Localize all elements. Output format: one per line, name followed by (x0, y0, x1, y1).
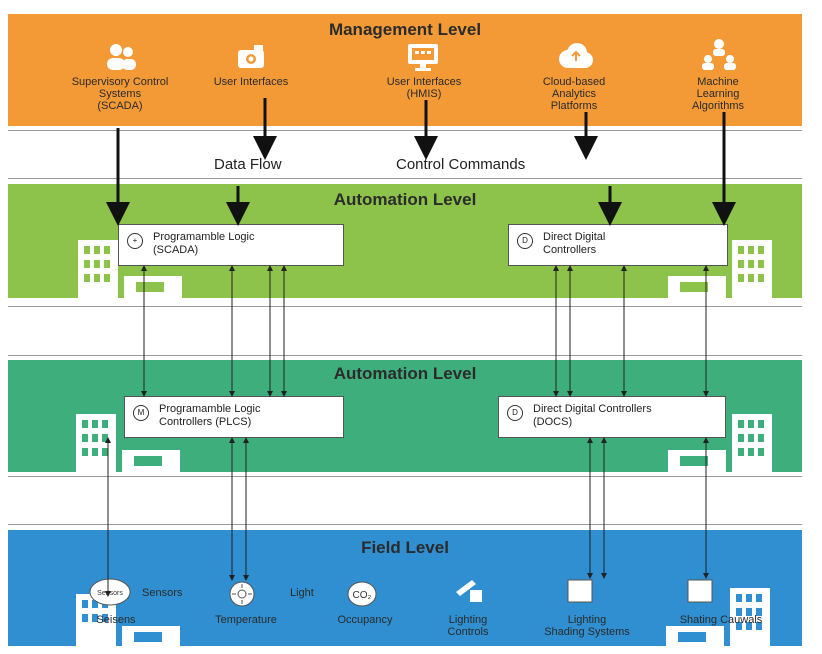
building-icon (668, 414, 772, 472)
separator (8, 524, 802, 525)
field-item-label: Lighting Shading Systems (544, 614, 630, 638)
controller-label: Direct Digital Controllers (DOCS) (533, 403, 652, 428)
separator (8, 178, 802, 179)
management-level-title: Management Level (328, 20, 482, 39)
field-item-label: Seisens (96, 614, 136, 626)
separator (8, 355, 802, 356)
management-level-band: Management Level (8, 14, 802, 126)
sensors-label: Sensors (142, 587, 183, 599)
control-commands-label: Control Commands (396, 156, 526, 173)
controller-label: Programamble Logic (SCADA) (153, 231, 255, 256)
camera-icon (238, 45, 264, 68)
shading-icon (567, 579, 593, 603)
field-item-label: Shating Cauwals (679, 614, 763, 626)
management-item-label: User Interfaces (HMIS) (386, 76, 462, 100)
lighting-icon (456, 580, 482, 602)
controller-icon: + (127, 233, 143, 249)
direct-digital-controllers-box-upper: D Direct Digital Controllers (508, 224, 728, 266)
hierarchy-icon (702, 39, 736, 70)
controller-icon: M (133, 405, 149, 421)
plc-box: M Programamble Logic Controllers (PLCS) (124, 396, 344, 438)
controller-label: Direct Digital Controllers (543, 231, 606, 256)
controller-icon: D (517, 233, 533, 249)
management-item-label: User Interfaces (213, 76, 289, 88)
monitor-icon (408, 44, 438, 71)
controller-label: Programamble Logic Controllers (PLCS) (159, 403, 261, 428)
field-item-label: Lighting Controls (447, 614, 489, 638)
separator (8, 476, 802, 477)
ddc-box-lower: D Direct Digital Controllers (DOCS) (498, 396, 726, 438)
building-icon (78, 240, 182, 298)
shading-icon (687, 579, 713, 603)
field-item-label: Occupancy (337, 614, 393, 626)
field-item-label: Temperature (215, 614, 277, 626)
controller-icon: D (507, 405, 523, 421)
co2-badge-text: CO₂ (353, 590, 372, 601)
automation-level-title-upper: Automation Level (333, 190, 477, 209)
light-label: Light (290, 587, 314, 599)
automation-level-title-lower: Automation Level (333, 364, 477, 383)
separator (8, 130, 802, 131)
management-item-label: Machine Learning Algorithms (692, 76, 744, 112)
co2-icon: CO₂ (347, 581, 377, 607)
building-icon (668, 240, 772, 298)
field-level-title: Field Level (361, 538, 449, 557)
programmable-logic-scada-box: + Programamble Logic (SCADA) (118, 224, 344, 266)
cloud-icon (559, 43, 593, 68)
data-flow-label: Data Flow (214, 156, 282, 173)
separator (8, 306, 802, 307)
management-item-label: Supervisory Control Systems (SCADA) (71, 76, 169, 112)
management-item-label: Cloud-based Analytics Platforms (542, 76, 606, 112)
building-icon (666, 588, 770, 646)
users-icon (107, 44, 136, 70)
thermometer-icon (229, 581, 255, 607)
